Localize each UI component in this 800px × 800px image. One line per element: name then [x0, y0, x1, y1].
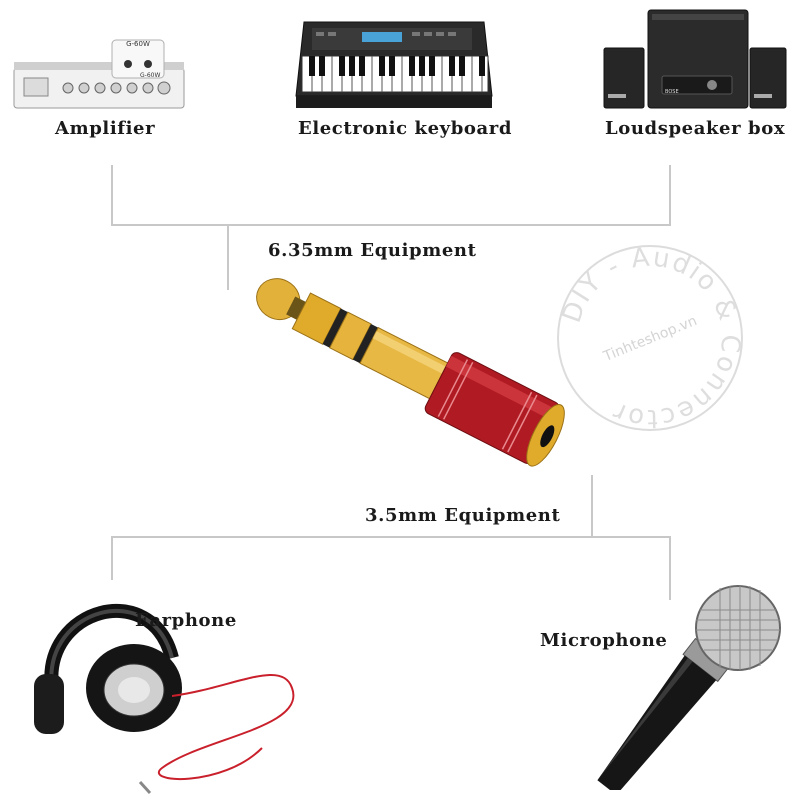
microphone-label: Microphone: [540, 630, 668, 651]
adapter-plug-image: [240, 270, 580, 495]
mic-grille: [695, 585, 781, 671]
amplifier-model-plate: G-60W: [140, 72, 161, 79]
loudspeaker-brand-plate: BOSE: [665, 89, 679, 95]
jack-hole: [540, 425, 555, 448]
loudspeaker-box-image: [600, 8, 790, 113]
plug-ring-1: [322, 308, 348, 348]
bottom-bracket-line: [111, 536, 671, 600]
electronic-keyboard-label: Electronic keyboard: [298, 118, 513, 139]
watermark-seal: DIY - Audio & Connector Tinhteshop.vn: [555, 243, 745, 433]
top-bracket-line: [111, 165, 671, 226]
earphone-image: [22, 578, 322, 798]
microphone-image: [590, 580, 790, 790]
svg-text:Tinhteshop.vn: Tinhteshop.vn: [601, 313, 700, 365]
adapter-top-label: 6.35mm Equipment: [268, 240, 477, 261]
amplifier-model-badge: G-60W: [126, 40, 150, 48]
earphone-label: Earphone: [135, 610, 237, 631]
amplifier-image: [10, 38, 190, 118]
electronic-keyboard-image: [292, 18, 497, 113]
amplifier-label: Amplifier: [55, 118, 156, 139]
plug-ring-2: [352, 323, 379, 364]
loudspeaker-box-label: Loudspeaker box: [605, 118, 786, 139]
adapter-bottom-label: 3.5mm Equipment: [365, 505, 561, 526]
